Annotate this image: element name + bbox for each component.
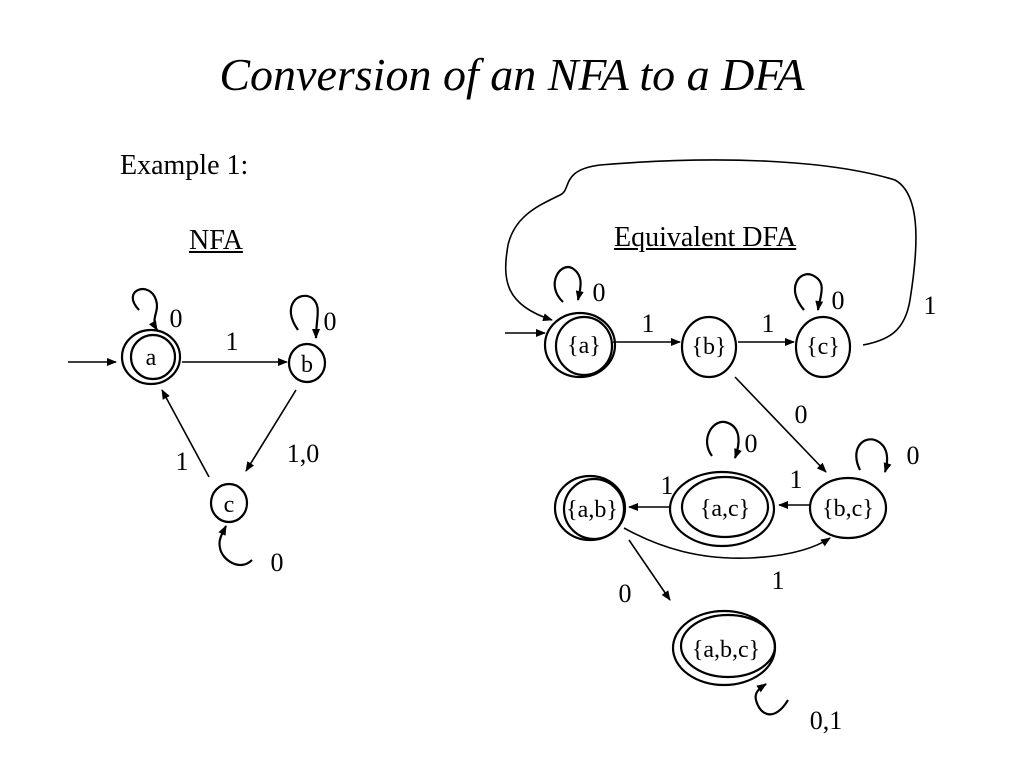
nfa-loop-c-label: 0 bbox=[271, 548, 284, 577]
dfa-state-bc-label: {b,c} bbox=[822, 496, 874, 522]
dfa-heading: Equivalent DFA bbox=[614, 222, 797, 253]
dfa-state-ac-label: {a,c} bbox=[700, 496, 750, 522]
dfa-state-ab: {a,b} bbox=[553, 474, 627, 542]
dfa-state-c-label: {c} bbox=[806, 334, 840, 360]
dfa-edge-c-a bbox=[505, 159, 917, 346]
dfa-edge-ab-abc-label: 0 bbox=[619, 579, 632, 608]
nfa-state-c-label: c bbox=[224, 492, 235, 518]
dfa-state-c: {c} bbox=[794, 315, 852, 379]
nfa-heading: NFA bbox=[189, 225, 243, 256]
nfa-state-c: c bbox=[209, 482, 249, 524]
nfa-edge-b-c bbox=[245, 389, 297, 472]
nfa-edge-a-b-label: 1 bbox=[226, 327, 239, 356]
dfa-loop-a-label: 0 bbox=[593, 278, 606, 307]
dfa-edge-bc-ac-label: 1 bbox=[790, 465, 803, 494]
dfa-state-ac: {a,c} bbox=[668, 470, 776, 548]
dfa-loop-abc bbox=[754, 683, 789, 716]
dfa-loop-ac-label: 0 bbox=[745, 429, 758, 458]
example-label: Example 1: bbox=[120, 150, 249, 181]
nfa-loop-b-label: 0 bbox=[324, 307, 337, 336]
dfa-loop-c-label: 0 bbox=[832, 286, 845, 315]
nfa-diagram: a b c 0 1 0 1,0 bbox=[68, 288, 337, 577]
nfa-loop-a bbox=[131, 288, 159, 331]
dfa-state-a-label: {a} bbox=[567, 333, 601, 359]
dfa-loop-bc bbox=[855, 438, 892, 473]
nfa-loop-c bbox=[218, 525, 253, 566]
dfa-edge-b-bc bbox=[734, 376, 827, 473]
dfa-edge-b-bc-label: 0 bbox=[795, 400, 808, 429]
dfa-diagram: {a} {b} {c} {a,b} {a,c} bbox=[505, 159, 937, 735]
dfa-state-a: {a} bbox=[543, 311, 617, 379]
dfa-state-b-label: {b} bbox=[691, 334, 726, 360]
dfa-loop-ac bbox=[706, 420, 742, 459]
nfa-loop-a-label: 0 bbox=[170, 304, 183, 333]
nfa-state-a: a bbox=[120, 328, 182, 386]
dfa-edge-c-a-label: 1 bbox=[924, 291, 937, 320]
nfa-state-b-label: b bbox=[301, 352, 313, 378]
nfa-edge-c-a bbox=[161, 389, 210, 478]
dfa-state-bc: {b,c} bbox=[808, 476, 888, 540]
nfa-state-b: b bbox=[287, 342, 327, 384]
dfa-state-b: {b} bbox=[680, 315, 738, 379]
dfa-loop-c bbox=[793, 273, 824, 311]
dfa-state-ab-label: {a,b} bbox=[566, 497, 618, 523]
dfa-loop-bc-label: 0 bbox=[907, 441, 920, 470]
dfa-edge-ab-bc bbox=[623, 527, 831, 560]
dfa-edge-ab-abc bbox=[628, 539, 671, 601]
dfa-edge-ac-ab-label: 1 bbox=[661, 471, 674, 500]
dfa-state-abc-label: {a,b,c} bbox=[692, 637, 760, 663]
dfa-edge-b-c-label: 1 bbox=[762, 309, 775, 338]
nfa-loop-b bbox=[289, 294, 321, 339]
slide-title: Conversion of an NFA to a DFA bbox=[219, 49, 805, 100]
dfa-loop-a bbox=[553, 265, 584, 303]
nfa-edge-c-a-label: 1 bbox=[176, 447, 189, 476]
dfa-edge-a-b-label: 1 bbox=[642, 309, 655, 338]
dfa-state-abc: {a,b,c} bbox=[671, 609, 777, 687]
nfa-state-a-label: a bbox=[146, 345, 157, 371]
nfa-edge-b-c-label: 1,0 bbox=[287, 439, 320, 468]
dfa-loop-abc-label: 0,1 bbox=[810, 706, 843, 735]
dfa-edge-ab-bc-label: 1 bbox=[772, 566, 785, 595]
